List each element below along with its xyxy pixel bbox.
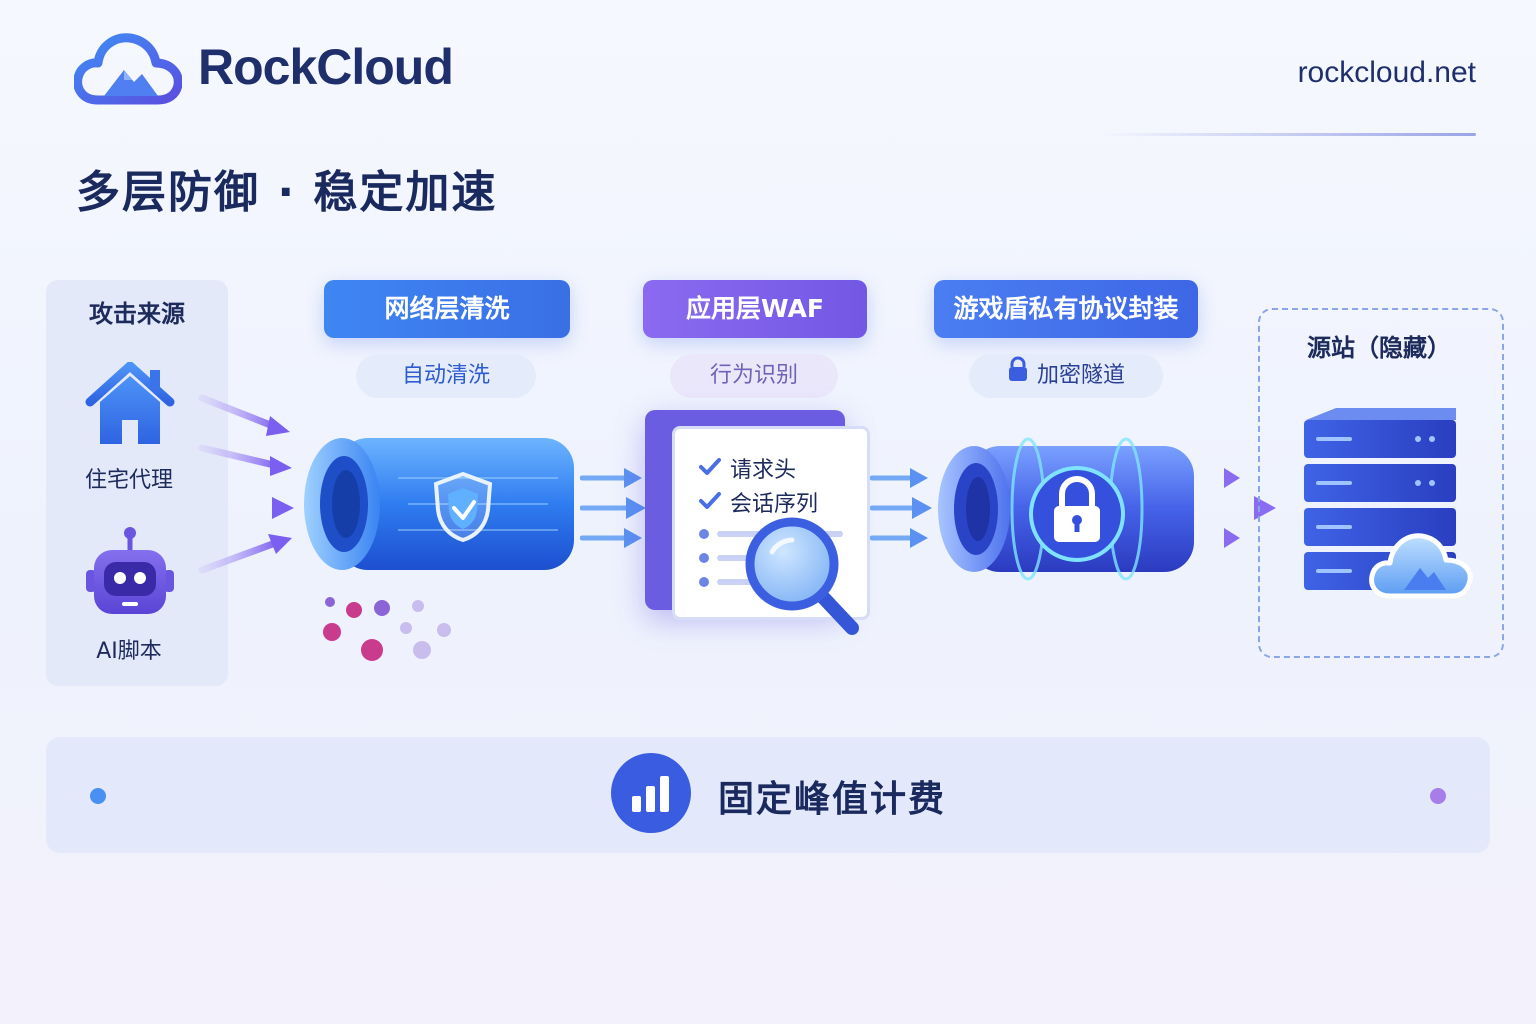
billing-line-left (90, 788, 588, 804)
flow-arrows-3 (1196, 468, 1276, 548)
shield-icon (430, 470, 496, 548)
check-icon (699, 458, 721, 475)
stage-waf-title: 应用层WAF (643, 280, 867, 338)
brand-logo (73, 30, 183, 106)
waf-check-headers: 请求头 (730, 458, 797, 483)
incoming-arrows (198, 394, 294, 574)
magnifier-icon (742, 512, 866, 646)
billing-label: 固定峰值计费 (718, 779, 947, 820)
origin-server-box (1258, 308, 1504, 658)
lock-icon (1022, 434, 1132, 588)
attack-sources-panel (46, 280, 228, 686)
origin-title: 源站（隐藏） (1307, 334, 1451, 362)
stage-network-title: 网络层清洗 (324, 280, 570, 338)
stage-waf-subtitle: 行为识别 (670, 354, 838, 398)
small-lock-icon (1007, 354, 1029, 398)
house-icon (84, 361, 176, 450)
headline: 多层防御 · 稳定加速 (76, 167, 498, 218)
flow-arrows-1 (580, 468, 646, 548)
stage-network-subtitle: 自动清洗 (356, 354, 536, 398)
bar-chart-icon (610, 752, 692, 838)
check-icon (699, 492, 721, 509)
flow-arrows-2 (870, 468, 932, 548)
robot-icon (82, 526, 178, 622)
header-divider (1100, 133, 1476, 136)
attack-sources-title: 攻击来源 (89, 300, 185, 328)
stage-gameshield-subtitle: 加密隧道 (1036, 363, 1125, 388)
source-label-residential: 住宅代理 (84, 468, 173, 493)
stage-gameshield-title: 游戏盾私有协议封装 (934, 280, 1198, 338)
cloud-icon (1366, 518, 1478, 606)
waf-check-session: 会话序列 (730, 492, 819, 517)
malware-particles (323, 597, 451, 661)
source-label-ai-script: AI脚本 (96, 639, 162, 664)
brand-name: RockCloud (198, 39, 454, 95)
brand-domain[interactable]: rockcloud.net (1297, 56, 1476, 89)
cloud-logo-icon (73, 33, 183, 105)
billing-line-right (950, 788, 1446, 804)
stage-gameshield-subtitle-pill: 加密隧道 (969, 354, 1163, 398)
